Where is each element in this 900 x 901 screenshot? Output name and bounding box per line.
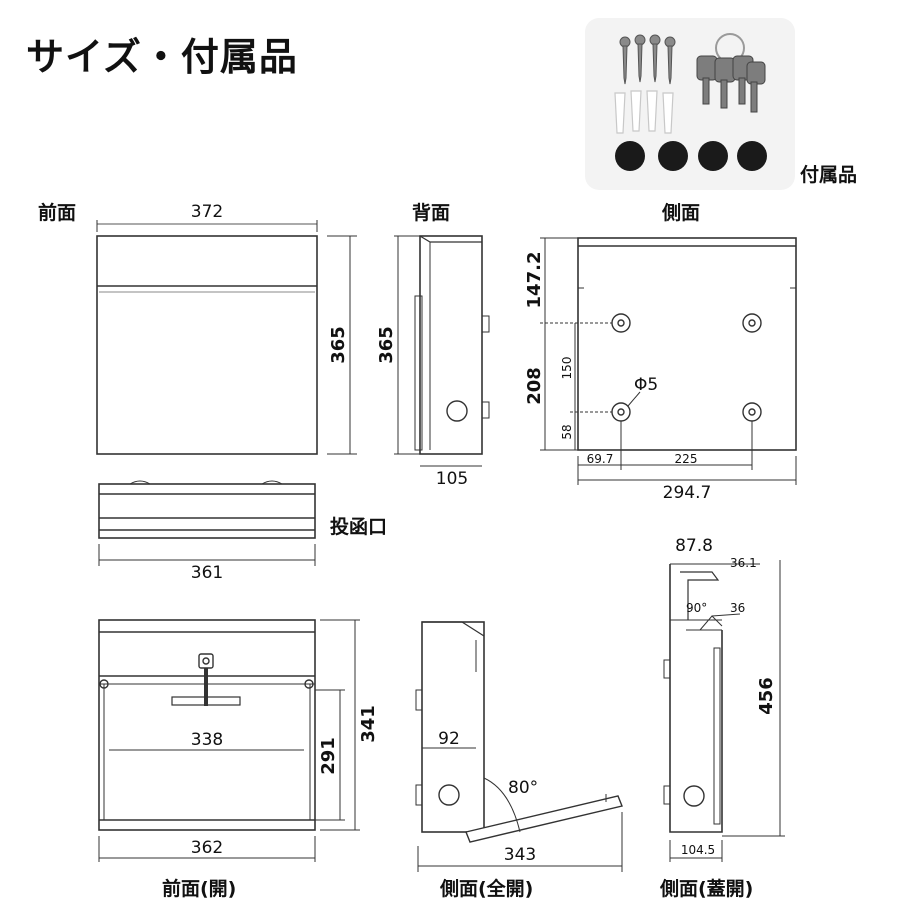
dim-side-hole-span: 208 <box>524 367 545 405</box>
side-view-drawing <box>540 237 797 485</box>
dim-side-width: 294.7 <box>663 483 712 503</box>
rubber-foot-icon <box>737 141 767 171</box>
dim-full-open-inner: 92 <box>438 729 460 749</box>
accessories-label: 付属品 <box>800 164 858 186</box>
screw-icon <box>634 34 646 83</box>
dim-lid-top-small: 36.1 <box>730 556 757 570</box>
dim-back-depth: 105 <box>436 469 468 489</box>
label-side-full-open: 側面(全開) <box>440 878 534 900</box>
dim-side-hole-vertical: 150 <box>560 357 574 380</box>
screw-icon <box>619 36 631 85</box>
dim-back-height: 365 <box>376 326 397 364</box>
rubber-foot-icon <box>615 141 645 171</box>
front-view-drawing <box>96 220 357 455</box>
dim-lid-top: 87.8 <box>675 536 713 556</box>
dim-lid-tab: 36 <box>730 601 745 615</box>
dim-open-inner-height: 291 <box>318 737 339 775</box>
label-back: 背面 <box>412 202 451 224</box>
dim-side-hole-left: 69.7 <box>587 452 614 466</box>
key-icons <box>696 33 766 113</box>
screw-icon <box>664 36 676 85</box>
dim-side-hole-bottom: 58 <box>560 424 574 439</box>
page-title: サイズ・付属品 <box>26 35 298 79</box>
dim-full-open-length: 343 <box>504 845 536 865</box>
label-side-lid-open: 側面(蓋開) <box>660 878 754 900</box>
label-front: 前面 <box>38 202 77 224</box>
back-view-drawing <box>394 235 490 467</box>
rubber-foot-icon <box>698 141 728 171</box>
dim-side-hole-dia: Φ5 <box>634 375 658 395</box>
rubber-foot-icon <box>658 141 688 171</box>
wall-anchor-icon <box>614 92 626 134</box>
dim-side-hole-horizontal: 225 <box>675 452 698 466</box>
wall-anchor-icon <box>662 92 674 134</box>
dim-lid-angle: 90° <box>686 601 707 615</box>
dim-front-height: 365 <box>328 326 349 364</box>
wall-anchor-icons <box>614 90 674 134</box>
wall-anchor-icon <box>646 90 658 132</box>
front-open-view-drawing <box>98 619 360 862</box>
label-slot: 投函口 <box>330 516 388 538</box>
wall-anchor-icon <box>630 90 642 132</box>
screw-icon <box>649 34 661 83</box>
dim-lid-height: 456 <box>756 677 777 715</box>
slot-view-drawing <box>98 480 316 566</box>
dim-full-open-angle: 80° <box>508 778 538 798</box>
dim-side-top-offset: 147.2 <box>524 252 545 309</box>
dim-open-width: 362 <box>191 838 223 858</box>
screw-icons <box>619 34 676 85</box>
accessories-photo <box>585 18 795 190</box>
dim-open-height: 341 <box>358 705 379 743</box>
dim-open-inner-width: 338 <box>191 730 223 750</box>
side-full-open-view-drawing <box>415 621 623 872</box>
label-side: 側面 <box>662 202 701 224</box>
side-lid-open-view-drawing <box>663 560 785 862</box>
rubber-foot-icons <box>615 141 767 171</box>
dim-lid-bottom: 104.5 <box>681 843 715 857</box>
label-front-open: 前面(開) <box>162 878 237 900</box>
dim-front-width: 372 <box>191 202 223 222</box>
dim-slot-width: 361 <box>191 563 223 583</box>
